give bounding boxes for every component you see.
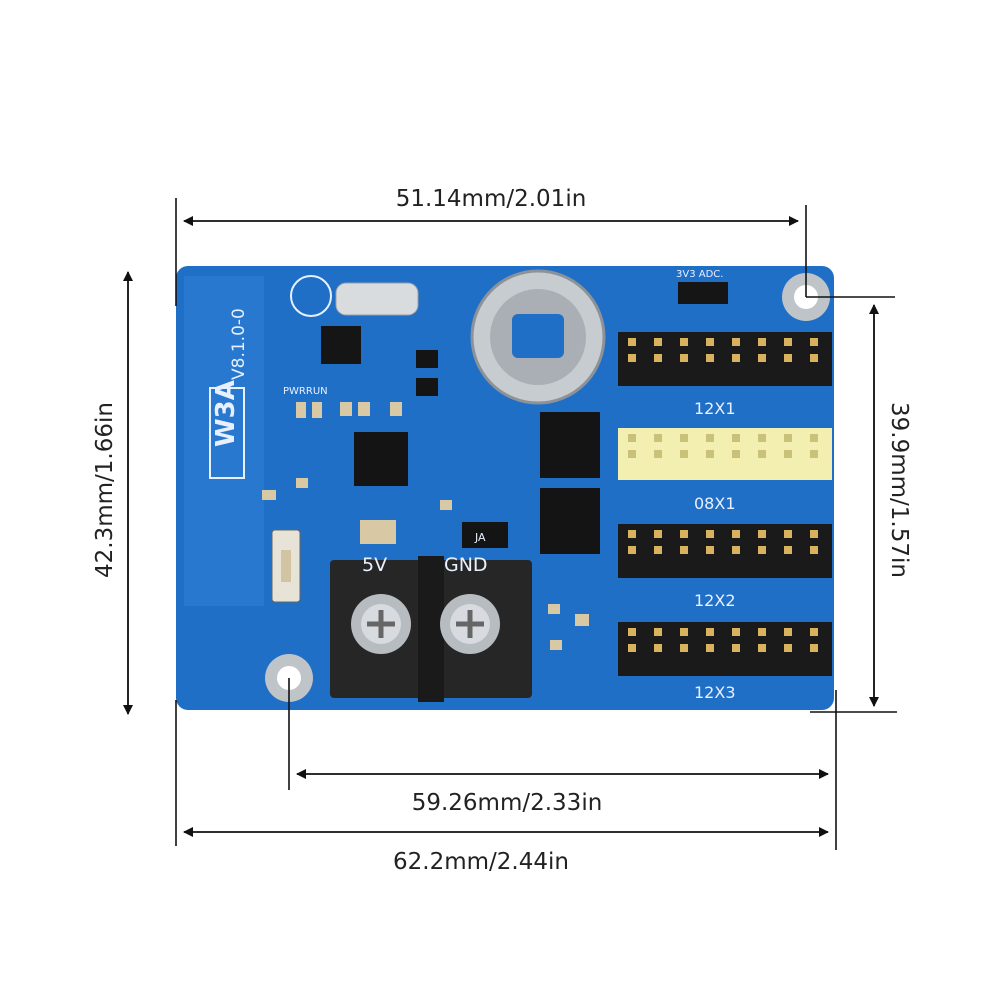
header-pin (654, 644, 662, 652)
left-height-label: 42.3mm/1.66in (92, 402, 118, 578)
header-pin (654, 434, 662, 442)
coin-battery-holder (470, 269, 606, 405)
header-pin (810, 628, 818, 636)
header-pin (732, 546, 740, 554)
header-pin (810, 546, 818, 554)
header-pin (758, 546, 766, 554)
header-pin (706, 338, 714, 346)
dimension-lines (123, 198, 897, 850)
header-pin (784, 546, 792, 554)
header-12x3 (618, 622, 832, 676)
header-08x1 (618, 428, 832, 480)
model-label: W3A (211, 380, 241, 447)
port-label-12x1: 12X1 (694, 399, 736, 418)
header-pin (654, 530, 662, 538)
hole-spacing-label: 59.26mm/2.33in (412, 790, 603, 816)
header-pin (628, 338, 636, 346)
header-pin (680, 338, 688, 346)
header-pin (810, 644, 818, 652)
header-pin (758, 450, 766, 458)
port-label-12x2: 12X2 (694, 591, 736, 610)
header-pin (680, 530, 688, 538)
driver-chip-2 (540, 488, 600, 554)
header-pin (758, 434, 766, 442)
header-12x2 (618, 524, 832, 578)
version-label: V8.1.0-0 (229, 308, 249, 380)
header-pin (758, 644, 766, 652)
header-pin (810, 530, 818, 538)
header-pin (654, 338, 662, 346)
header-pin (706, 434, 714, 442)
header-pin (680, 354, 688, 362)
header-pin (758, 628, 766, 636)
header-pin (758, 530, 766, 538)
header-pin (810, 434, 818, 442)
right-height-label: 39.9mm/1.57in (886, 402, 912, 578)
adc-label: 3V3 ADC. (676, 269, 723, 280)
smd-components (262, 402, 589, 650)
header-pin (732, 354, 740, 362)
header-pin (706, 628, 714, 636)
header-pin (654, 628, 662, 636)
header-pin (680, 644, 688, 652)
header-pin (810, 338, 818, 346)
total-width-label: 62.2mm/2.44in (393, 849, 569, 875)
mcu-chip (354, 432, 408, 486)
header-pin (680, 434, 688, 442)
port-label-12x3: 12X3 (694, 683, 736, 702)
top-width-label: 51.14mm/2.01in (396, 186, 587, 212)
header-pin (654, 450, 662, 458)
header-pin (628, 450, 636, 458)
header-pin (706, 354, 714, 362)
header-pin (732, 434, 740, 442)
header-pin (784, 450, 792, 458)
header-pin (784, 434, 792, 442)
jumper-label: JA (474, 531, 486, 544)
header-pin (784, 354, 792, 362)
small-ic (321, 326, 361, 364)
header-pin (732, 338, 740, 346)
header-pin (784, 338, 792, 346)
header-pin (628, 628, 636, 636)
power-terminal-block (330, 556, 532, 702)
header-pin (680, 628, 688, 636)
terminal-5v-label: 5V (362, 554, 387, 576)
header-12x1 (618, 332, 832, 386)
header-pin (784, 628, 792, 636)
header-pin (628, 644, 636, 652)
port-label-08x1: 08X1 (694, 494, 736, 513)
header-pin (654, 354, 662, 362)
header-pin (628, 434, 636, 442)
header-pin (732, 450, 740, 458)
header-pin (758, 338, 766, 346)
header-pin (732, 530, 740, 538)
header-pin (732, 628, 740, 636)
header-pin (706, 530, 714, 538)
header-pin (706, 450, 714, 458)
header-pin (706, 546, 714, 554)
header-pin (732, 644, 740, 652)
header-pin (784, 644, 792, 652)
header-pin (654, 546, 662, 554)
header-pin (680, 450, 688, 458)
header-pin (628, 546, 636, 554)
pwr-run-label: PWRRUN (283, 386, 328, 397)
header-pin (758, 354, 766, 362)
header-pin (810, 450, 818, 458)
antenna-area (184, 276, 264, 606)
header-pin (680, 546, 688, 554)
header-pin (706, 644, 714, 652)
terminal-gnd-label: GND (444, 554, 488, 576)
header-pin (810, 354, 818, 362)
driver-chip-1 (540, 412, 600, 478)
transistor-2 (416, 378, 438, 396)
jumper-block (462, 522, 508, 548)
header-pin (628, 530, 636, 538)
header-pin (628, 354, 636, 362)
header-pin (784, 530, 792, 538)
crystal (335, 282, 419, 316)
transistor-1 (416, 350, 438, 368)
